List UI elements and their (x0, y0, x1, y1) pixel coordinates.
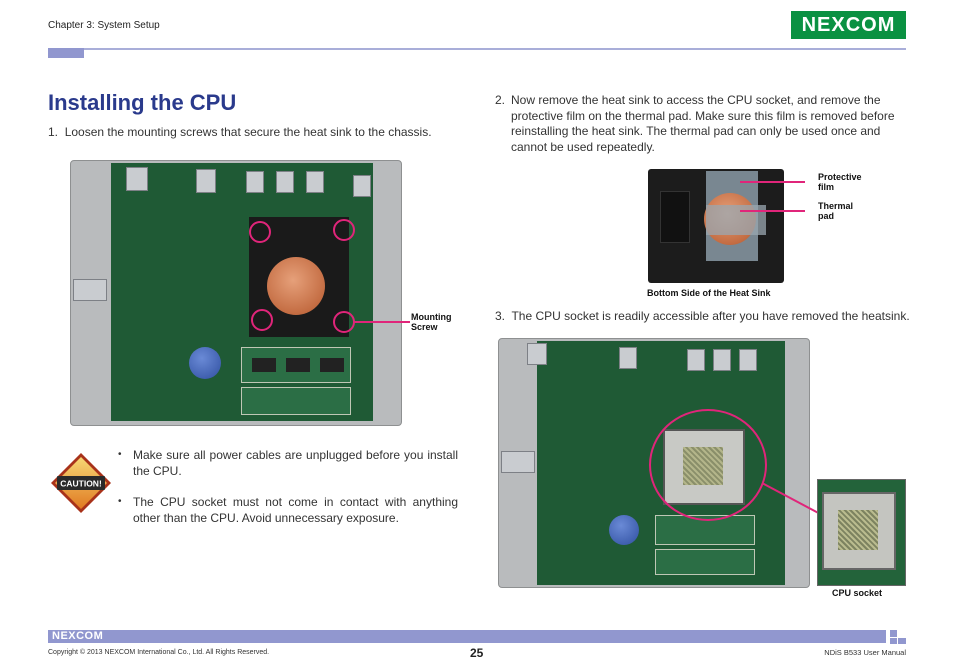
io-port (126, 167, 148, 191)
io-port (276, 171, 294, 193)
callout-line (740, 210, 805, 212)
mounting-screw-callout: Mounting Screw (411, 312, 451, 332)
caution-text: Make sure all power cables are unplugged… (133, 448, 458, 478)
io-port (687, 349, 705, 371)
logo-text: NEXCOM (801, 13, 896, 36)
protective-film-callout: Protective film (818, 172, 862, 192)
figure-2-caption: Bottom Side of the Heat Sink (647, 288, 771, 298)
step-1-text: Loosen the mounting screws that secure t… (64, 125, 432, 139)
screw-highlight (333, 219, 355, 241)
io-port (527, 343, 547, 365)
ram-chip (320, 358, 344, 372)
sata-connector (73, 279, 107, 301)
io-port (619, 347, 637, 369)
figure-3-caption: CPU socket (832, 588, 883, 598)
step-2: 2. Now remove the heat sink to access th… (495, 93, 907, 155)
footer-square (890, 638, 897, 644)
callout-line-2: Screw (411, 322, 438, 332)
thermal-pad-square (660, 191, 690, 243)
step-2-number: 2. (495, 93, 506, 107)
screw-highlight (333, 311, 355, 333)
step-1-number: 1. (48, 125, 59, 139)
manual-title: NDiS B533 User Manual (824, 648, 906, 657)
sata-connector (501, 451, 535, 473)
callout-line-1: Thermal (818, 201, 854, 211)
thermal-pad-callout: Thermal pad (818, 201, 853, 221)
footer-square (898, 638, 906, 644)
caution-icon: CAUTION! (51, 453, 111, 513)
list-item: • Make sure all power cables are unplugg… (118, 447, 458, 479)
footer-square (890, 630, 897, 637)
step-3: 3. The CPU socket is readily accessible … (495, 309, 910, 323)
page-title: Installing the CPU (48, 90, 237, 115)
io-port (246, 171, 264, 193)
io-port (353, 175, 371, 197)
callout-line (740, 181, 805, 183)
bullet-dot: • (118, 449, 122, 460)
header-divider (84, 48, 906, 50)
copper-core (267, 257, 325, 315)
callout-line-2: pad (818, 211, 835, 221)
ram-chip (252, 358, 276, 372)
footer-bar (48, 630, 886, 643)
ram-module (241, 347, 351, 383)
figure-cpu-socket-closeup (817, 479, 906, 586)
io-port (196, 169, 216, 193)
callout-line-2: film (818, 182, 835, 192)
ram-module (241, 387, 351, 415)
list-item: • The CPU socket must not come in contac… (118, 494, 458, 526)
step-1: 1. Loosen the mounting screws that secur… (48, 125, 432, 139)
chapter-title: Chapter 3: System Setup (48, 20, 160, 31)
figure-heatsink-installed (70, 160, 402, 426)
copyright: Copyright © 2013 NEXCOM International Co… (48, 649, 270, 656)
bullet-dot: • (118, 496, 122, 507)
ram-module (655, 549, 755, 575)
callout-line (354, 321, 410, 323)
figure-heatsink-bottom (648, 169, 784, 283)
cmos-battery (189, 347, 221, 379)
caution-text: The CPU socket must not come in contact … (133, 495, 458, 525)
cpu-socket-highlight (649, 409, 767, 521)
socket-pins (838, 510, 878, 550)
caution-label: CAUTION! (60, 479, 102, 489)
screw-highlight (249, 221, 271, 243)
ram-chip (286, 358, 310, 372)
step-2-text: Now remove the heat sink to access the C… (511, 93, 895, 154)
io-port (306, 171, 324, 193)
callout-line-1: Mounting (411, 312, 452, 322)
step-3-number: 3. (495, 309, 506, 323)
nexcom-logo: NEXCOM (791, 11, 906, 39)
header-accent-block (48, 48, 84, 58)
caution-list: • Make sure all power cables are unplugg… (118, 447, 458, 541)
io-port (713, 349, 731, 371)
footer-logo: NEXCOM (52, 630, 104, 642)
page-number: 25 (470, 646, 484, 660)
screw-highlight (251, 309, 273, 331)
io-port (739, 349, 757, 371)
figure-cpu-socket-board (498, 338, 810, 588)
cmos-battery (609, 515, 639, 545)
step-3-text: The CPU socket is readily accessible aft… (511, 309, 910, 323)
callout-line-1: Protective (818, 172, 862, 182)
